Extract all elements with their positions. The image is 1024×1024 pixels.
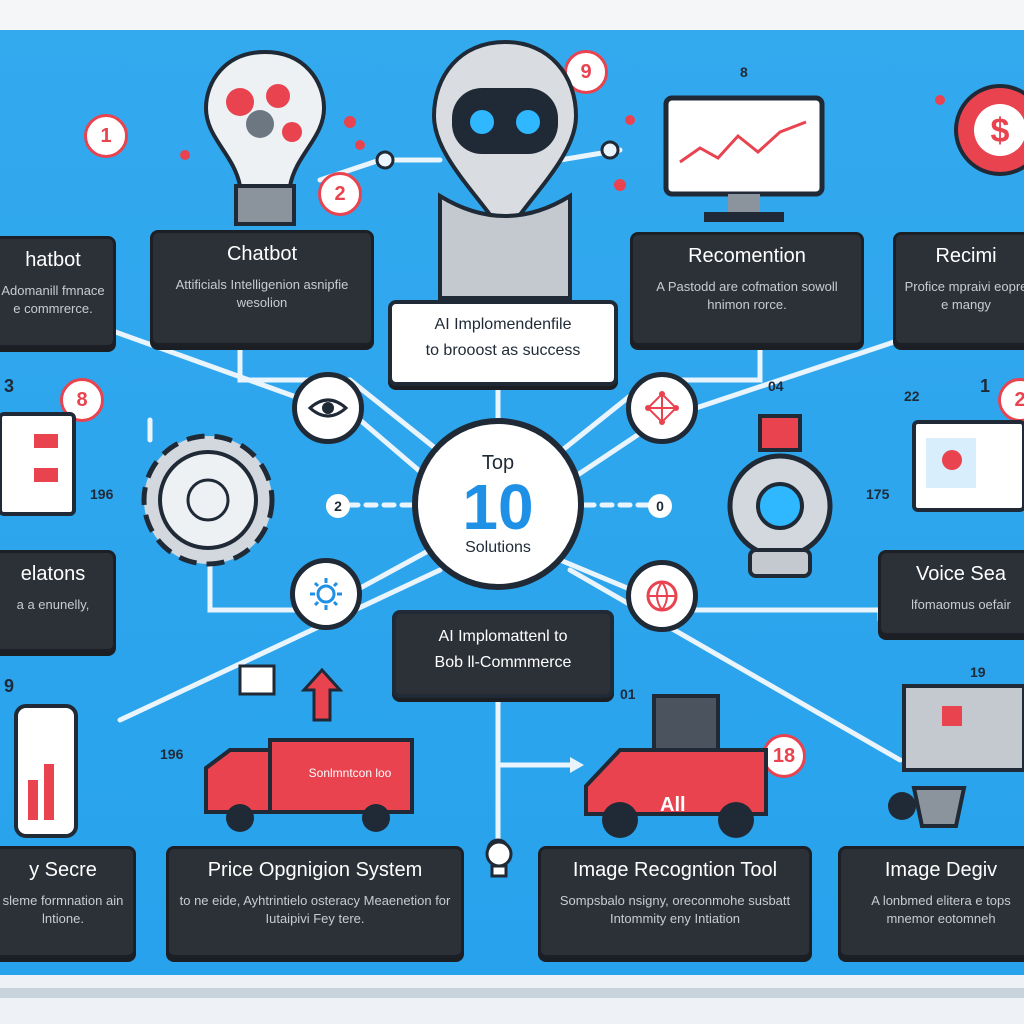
gear-icon [310,578,342,610]
num-8-top: 8 [740,64,748,80]
badge-18: 18 [762,734,806,778]
card-desc: to ne eide, Ayhtrintielo osteracy Meaene… [179,893,451,926]
eye-icon [308,398,348,418]
num-1-right: 1 [980,376,991,396]
card-desc: sleme formnation ain lntione. [2,893,124,926]
card-title: Chatbot [226,243,298,265]
mid-tag: AI Implomattenl to Bob ll-Commmerce [392,610,614,698]
gear-large-icon [141,433,275,567]
card-recommendation: Recomention A Pastodd are cofmation sowo… [630,232,864,346]
num-22: 22 [904,388,920,404]
num-0-node: 0 [648,494,672,518]
lightbulb-brain-icon [203,49,327,226]
card-desc: Attificials Intelligenion asnipfie wesol… [175,277,349,310]
card-security: y Secre sleme formnation ain lntione. [0,846,136,958]
num-196-left: 196 [90,486,114,502]
network-icon [645,391,679,425]
card-image-recognition: Image Recogntion Tool Sompsbalo nsigny, … [538,846,812,958]
card-title: Recomention [688,245,806,267]
card-title: Voice Sea [915,563,1007,585]
hub-circle: Top 10 Solutions [412,418,584,590]
card-relations: elatons a a enunelly, [0,550,116,652]
card-chatbot-left: hatbot Adomanill fmnace e commrerce. [0,236,116,348]
svg-text:$: $ [991,112,1010,150]
card-title: Recimi [935,245,997,267]
top-tag-line1: AI Implomendenfile [434,316,572,333]
num-175: 175 [866,486,890,502]
num-04: 04 [768,378,784,394]
card-title: Image Degiv [884,859,998,881]
car-label: All [660,794,686,816]
card-title: Image Recogntion Tool [572,859,778,881]
num-2-node: 2 [326,494,350,518]
truck-label: Sonlmntcon loo [308,766,392,780]
phone-icon [14,704,78,838]
car-icon [584,694,768,838]
top-tag-line2: to brooost as success [425,342,581,359]
card-price-optimization: Price Opgnigion System to ne eide, Ayhtr… [166,846,464,958]
network-node [626,372,698,444]
printer-icon [888,684,1024,828]
card-desc: A lonbmed elitera e tops mnemor eotomneh [871,893,1011,926]
hub-number: 10 [462,471,534,543]
card-voice-search: Voice Sea lfomaomus oefair [878,550,1024,636]
card-title: Price Opgnigion System [207,859,423,881]
card-desc: a a enunelly, [16,597,90,612]
badge-1: 1 [84,114,128,158]
mid-tag-line1: AI Implomattenl to [438,628,568,645]
hub-bottom-text: Solutions [465,539,531,556]
hub-top-text: Top [481,452,515,474]
globe-icon [646,580,678,612]
right-monitor-icon [912,420,1024,512]
badge-2: 2 [318,172,362,216]
card-desc: A Pastodd are cofmation sowoll hnimon ro… [656,279,838,312]
card-desc: Sompsbalo nsigny, oreconmohe susbatt Int… [559,893,791,926]
card-title: hatbot [25,249,81,271]
lightbulb-icon [485,840,513,878]
eye-node [292,372,364,444]
mid-tag-line2: Bob ll-Commmerce [434,654,572,671]
monitor-icon [663,95,825,222]
bottom-band [0,975,1024,1024]
card-title: y Secre [29,859,97,881]
card-desc: Adomanill fmnace e commrerce. [1,283,105,316]
dollar-gear-icon: $ [954,84,1024,176]
globe-node [626,560,698,632]
badge-9: 9 [564,50,608,94]
card-title: elatons [20,563,86,585]
num-3: 3 [4,376,15,396]
num-9-left: 9 [4,676,15,696]
left-monitor-icon [0,412,76,516]
num-196-bottom: 196 [160,746,184,762]
card-image-degiv: Image Degiv A lonbmed elitera e tops mne… [838,846,1024,958]
card-chatbot: Chatbot Attificials Intelligenion asnipf… [150,230,374,346]
scanner-icon [727,414,833,578]
num-01: 01 [620,686,636,702]
card-desc: lfomaomus oefair [911,597,1011,612]
card-desc: Profice mpraivi eopre e mangy [904,279,1024,312]
sun-gear-node [290,558,362,630]
num-19: 19 [970,664,986,680]
robot-icon [431,39,579,300]
bottom-line [0,988,1024,998]
card-recim: Recimi Profice mpraivi eopre e mangy [893,232,1024,346]
truck-icon [204,664,414,832]
top-tag: AI Implomendenfile to brooost as success [388,300,618,386]
